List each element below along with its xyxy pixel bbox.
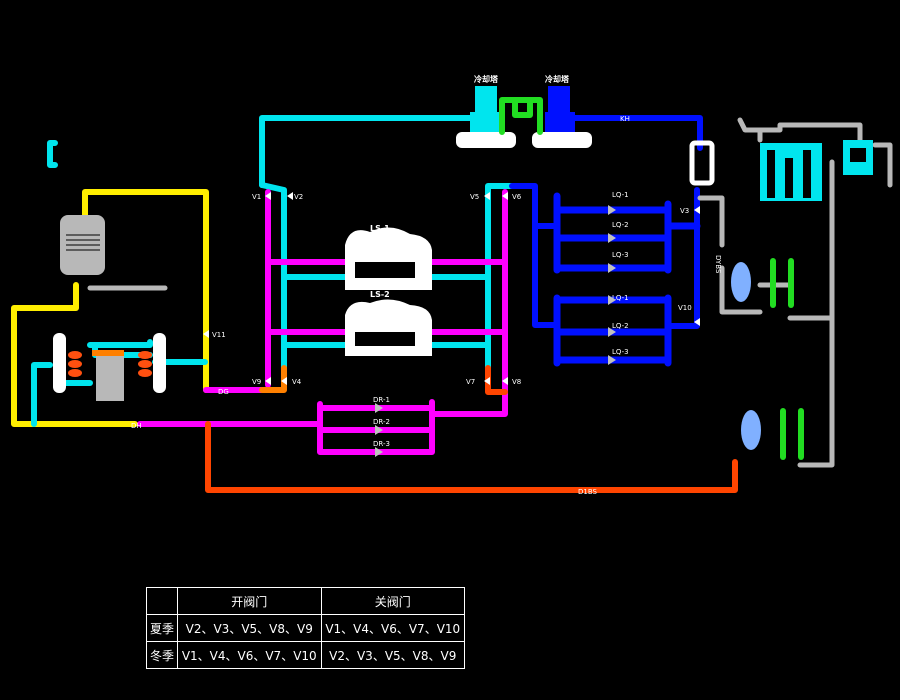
tower-right-label: 冷却塔	[545, 74, 570, 84]
softener-1[interactable]	[731, 258, 794, 308]
expansion-device	[689, 140, 715, 186]
valve-v4[interactable]: V4	[292, 378, 302, 386]
cooling-water-riser-right	[485, 183, 515, 373]
valve-label: V8	[512, 378, 521, 386]
orange-header	[92, 350, 124, 356]
boiler[interactable]	[60, 215, 105, 275]
chiller-1[interactable]	[345, 227, 432, 290]
pump-label: LQ-2	[612, 221, 629, 229]
pump-label: DR-1	[373, 396, 390, 404]
heating-return-pipe	[11, 282, 138, 427]
header-close-valves: 关阀门	[320, 587, 465, 615]
valve-v5[interactable]: V5	[470, 193, 479, 201]
pump-label: LQ-1	[612, 191, 629, 199]
valve-v11[interactable]: V11	[212, 331, 226, 339]
hot-return-pipe	[205, 365, 738, 493]
valve-v1[interactable]: V1	[252, 193, 261, 201]
valve-operation-table: 开阀门 关阀门 夏季 V2、V3、V5、V8、V9 V1、V4、V6、V7、V1…	[146, 587, 465, 669]
valve-label: V4	[292, 378, 302, 386]
valve-label: V2	[294, 193, 303, 201]
chiller-2[interactable]	[345, 299, 432, 356]
pump-group-magenta	[317, 382, 508, 455]
season-cell: 冬季	[146, 641, 178, 669]
cooling-tank-right[interactable]	[760, 140, 873, 201]
pump-label: LQ-3	[612, 251, 629, 259]
valve-label: V5	[470, 193, 479, 201]
dh-label: DH	[131, 422, 142, 430]
valve-label: V3	[680, 207, 689, 215]
boiler-cooling-loop	[47, 140, 58, 168]
table-corner	[146, 587, 178, 615]
valve-label: V11	[212, 331, 226, 339]
pump-label: LQ-1	[612, 294, 629, 302]
dybs-label: DYBS	[714, 255, 722, 274]
open-cell: V1、V4、V6、V7、V10	[177, 641, 322, 669]
heat-exchanger-right[interactable]	[153, 333, 166, 393]
valve-label: V1	[252, 193, 261, 201]
softener-2[interactable]	[741, 408, 804, 460]
valve-v7[interactable]: V7	[466, 378, 475, 386]
cooling-water-pipe-top	[259, 115, 473, 188]
blue-return-riser	[665, 187, 700, 329]
d1bs-label: D1BS	[578, 488, 598, 496]
kh-label: KH	[620, 115, 630, 123]
valve-label: V7	[466, 378, 475, 386]
orange-pipe	[259, 365, 287, 393]
tower-green-pipe	[499, 97, 543, 135]
close-cell: V2、V3、V5、V8、V9	[320, 641, 465, 669]
pump-label: DR-3	[373, 440, 390, 448]
blue-main	[509, 183, 560, 328]
cooling-tower-right[interactable]	[532, 86, 592, 148]
open-cell: V2、V3、V5、V8、V9	[177, 614, 322, 642]
cooling-tower-left[interactable]	[456, 86, 516, 148]
valve-v6[interactable]: V6	[512, 193, 522, 201]
valve-v8[interactable]: V8	[512, 378, 521, 386]
cooling-water-riser-left	[259, 182, 287, 373]
cooling-branch	[281, 274, 491, 348]
header-open-valves: 开阀门	[177, 587, 322, 615]
valve-v2[interactable]: V2	[294, 193, 303, 201]
pump-icons	[375, 205, 616, 457]
table-row: 夏季 V2、V3、V5、V8、V9 V1、V4、V6、V7、V10	[146, 614, 465, 642]
pump-label: DR-2	[373, 418, 390, 426]
pump-label: LQ-2	[612, 322, 629, 330]
pump-label: LQ-3	[612, 348, 629, 356]
pump-orange-group	[68, 351, 152, 377]
chiller-1-label: LS-1	[370, 224, 390, 233]
heat-exchanger-left[interactable]	[53, 333, 66, 393]
table-row: 冬季 V1、V4、V6、V7、V10 V2、V3、V5、V8、V9	[146, 641, 465, 669]
blue-top-pipe	[545, 115, 703, 151]
water-tank[interactable]	[96, 355, 124, 401]
heating-pipe	[82, 189, 209, 393]
valve-v3[interactable]: V3	[680, 207, 689, 215]
tower-left-label: 冷却塔	[474, 74, 499, 84]
valve-v9[interactable]: V9	[252, 378, 261, 386]
valve-v10[interactable]: V10	[678, 304, 692, 312]
valve-label: V9	[252, 378, 261, 386]
valve-label: V10	[678, 304, 692, 312]
close-cell: V1、V4、V6、V7、V10	[320, 614, 465, 642]
valve-label: V6	[512, 193, 522, 201]
dg-label: DG	[218, 388, 229, 396]
chiller-2-label: LS-2	[370, 290, 390, 299]
season-cell: 夏季	[146, 614, 178, 642]
chilled-branch	[265, 259, 508, 335]
